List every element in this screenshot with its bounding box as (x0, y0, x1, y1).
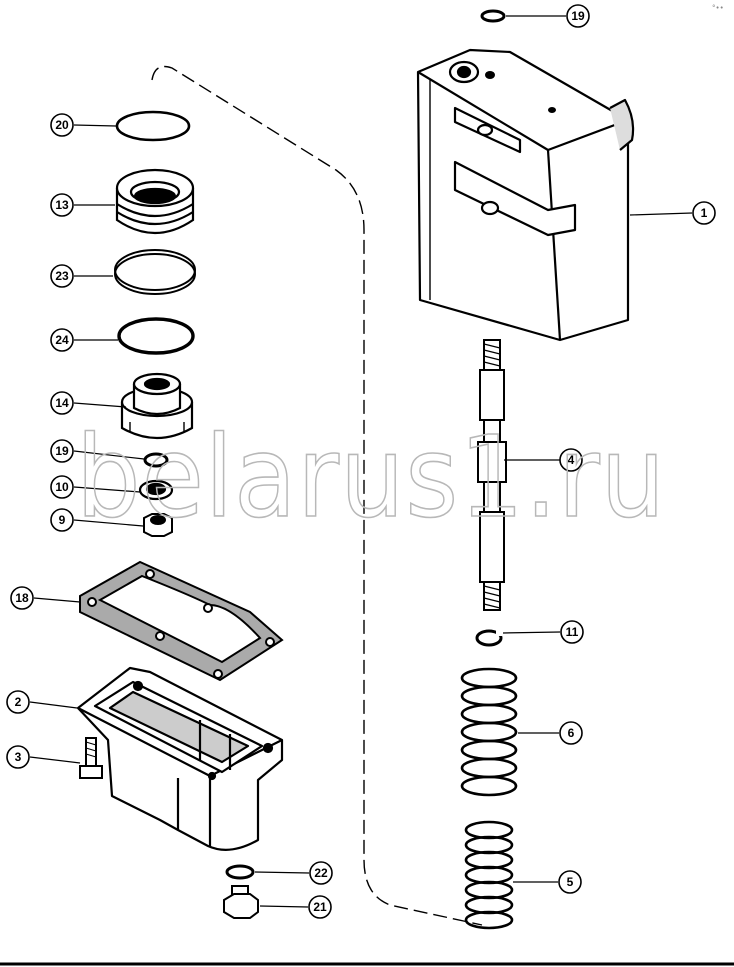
callout-11: 11 (560, 620, 584, 644)
svg-text:11: 11 (566, 625, 579, 639)
part-4-spool (477, 339, 507, 611)
svg-text:10: 10 (55, 480, 69, 494)
svg-text:2: 2 (15, 695, 22, 709)
svg-text:1: 1 (701, 206, 708, 220)
part-20-oring (115, 110, 191, 142)
callout-3: 3 (6, 745, 30, 769)
part-10-washer (138, 479, 174, 501)
callout-6: 6 (559, 721, 583, 745)
svg-text:3: 3 (15, 750, 22, 764)
callout-23: 23 (50, 264, 74, 288)
callout-20: 20 (50, 113, 74, 137)
callout-14: 14 (50, 391, 74, 415)
part-19-oring-top (480, 9, 506, 23)
part-6-spring (460, 667, 518, 797)
svg-text:19: 19 (571, 9, 585, 23)
svg-text:21: 21 (313, 900, 327, 914)
svg-text:24: 24 (55, 333, 69, 347)
callout-24: 24 (50, 328, 74, 352)
callout-1: 1 (692, 201, 716, 225)
part-24-oring (117, 317, 195, 355)
part-18-gasket (79, 560, 284, 682)
part-1-valve-body (416, 48, 635, 342)
svg-text:14: 14 (55, 396, 69, 410)
part-14-sleeve (120, 372, 194, 439)
leader-lines (29, 15, 693, 908)
callout-5: 5 (558, 870, 582, 894)
callout-2: 2 (6, 690, 30, 714)
svg-text:4: 4 (568, 453, 575, 467)
part-22-oring (225, 864, 255, 880)
corner-mark: °•• (712, 4, 724, 12)
svg-text:18: 18 (15, 591, 29, 605)
callout-19-middle: 19 (50, 439, 74, 463)
part-19-oring-middle (143, 452, 169, 468)
callout-19-top: 19 (566, 4, 590, 28)
callout-10: 10 (50, 475, 74, 499)
part-21-plug (223, 885, 259, 919)
part-9-nut (143, 513, 173, 537)
callout-22: 22 (309, 861, 333, 885)
svg-text:9: 9 (59, 513, 66, 527)
watermark: belarus1.ru (76, 413, 666, 543)
svg-text:22: 22 (314, 866, 328, 880)
callout-9: 9 (50, 508, 74, 532)
callout-21: 21 (308, 895, 332, 919)
svg-text:19: 19 (55, 444, 69, 458)
svg-text:23: 23 (55, 269, 69, 283)
svg-text:13: 13 (55, 198, 69, 212)
svg-text:5: 5 (567, 875, 574, 889)
dashed-group-outline (151, 65, 483, 926)
callout-4: 4 (559, 448, 583, 472)
callout-18: 18 (10, 586, 34, 610)
part-11-snap-ring (475, 629, 503, 647)
svg-text:20: 20 (55, 118, 69, 132)
part-2-housing (76, 666, 284, 851)
part-3-bolt (79, 737, 103, 779)
part-23-ring (114, 249, 196, 295)
callout-13: 13 (50, 193, 74, 217)
part-5-spring (464, 820, 514, 930)
svg-text:6: 6 (568, 726, 575, 740)
part-13-bushing (115, 168, 195, 235)
